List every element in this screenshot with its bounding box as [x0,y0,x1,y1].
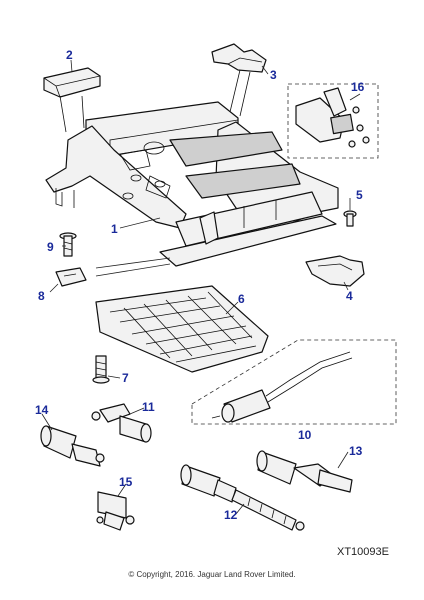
part-15-motor [96,491,135,531]
part-9-bolt [59,232,77,257]
part-4-track-cover [305,255,365,287]
part-1-seat-frame [45,69,339,267]
part-12-motor-screw [180,464,305,531]
diagram-reference-code: XT10093E [337,546,389,558]
callout-4: 4 [346,289,353,303]
copyright-notice: © Copyright, 2016. Jaguar Land Rover Lim… [128,570,296,579]
part-5-screw [343,210,357,227]
part-8-clip [55,267,87,287]
callout-5: 5 [356,188,363,202]
callout-13: 13 [349,444,363,458]
part-2-cover [43,67,101,98]
callout-2: 2 [66,48,73,62]
part-14-motor [40,425,105,467]
callout-10: 10 [298,428,312,442]
part-3-bracket [211,43,267,73]
part-16-switch-pack [287,83,379,159]
part-7-screw [92,355,110,384]
callout-14: 14 [35,403,49,417]
callout-6: 6 [238,292,245,306]
callout-1: 1 [111,222,118,236]
callout-7: 7 [122,371,129,385]
callout-3: 3 [270,68,277,82]
callout-11: 11 [142,400,155,414]
callout-9: 9 [47,240,54,254]
callout-8: 8 [38,289,45,303]
callout-12: 12 [224,508,238,522]
leader-lines [41,59,361,515]
part-6-base-plate [95,285,269,373]
part-13-motor [256,450,353,493]
part-11-motor [91,403,152,443]
callout-15: 15 [119,475,133,489]
callout-labels: 1 2 3 4 5 6 7 8 9 10 11 12 13 14 15 16 [35,48,365,522]
callout-16: 16 [351,80,365,94]
part-10-motor-cable [191,339,397,425]
